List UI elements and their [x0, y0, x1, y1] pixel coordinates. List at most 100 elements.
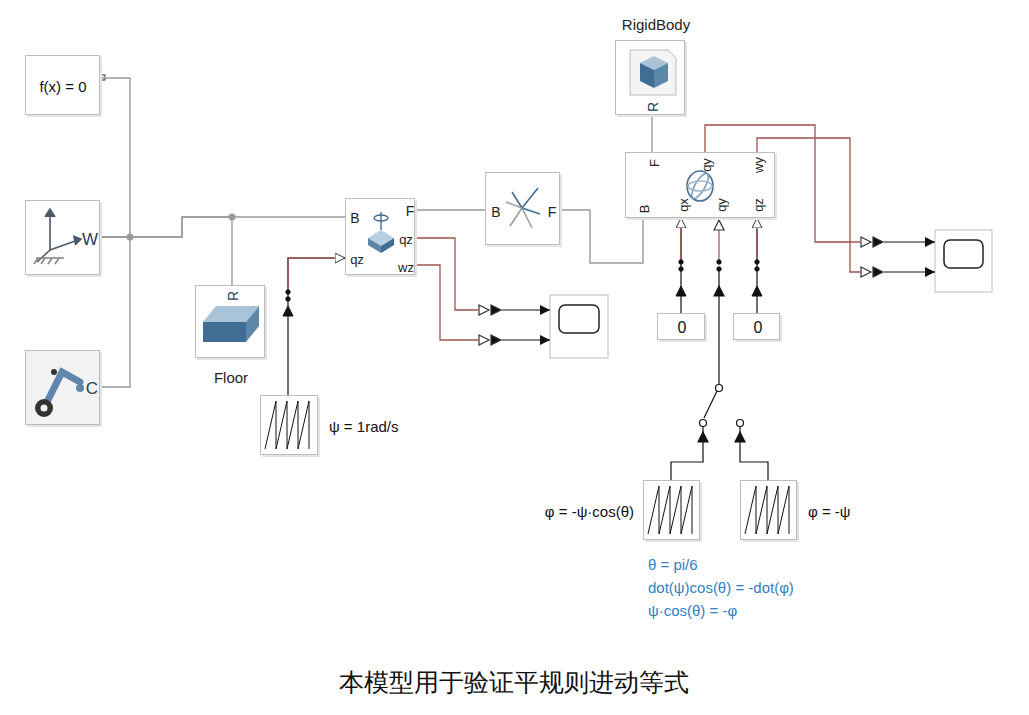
ps-converter-part	[286, 290, 290, 294]
manual-switch-part	[716, 385, 723, 392]
rigid-transform-icon-part	[522, 188, 538, 208]
block-label: wy	[752, 157, 765, 173]
constant-block: 0	[657, 313, 705, 340]
signal-connector	[680, 218, 681, 313]
manual-switch-part	[671, 427, 703, 480]
annotation-note: θ = pi/6	[648, 557, 698, 574]
manual-switch-part	[698, 432, 708, 442]
block-label: C	[86, 380, 98, 397]
block-label: F	[548, 205, 557, 219]
scope-block-part	[559, 305, 599, 333]
measurement-wire-part	[415, 265, 478, 340]
ps-converter-part	[752, 286, 762, 296]
physical-connector	[100, 237, 130, 387]
block-label: qz	[399, 233, 413, 246]
revolute-joint-icon	[368, 212, 394, 253]
scope-block	[935, 230, 992, 292]
ps-converter-part	[717, 260, 721, 264]
ps-converter-part	[286, 297, 290, 301]
world-frame-icon-part	[49, 212, 51, 250]
block-label: B	[491, 205, 500, 219]
block-label: F	[406, 204, 415, 218]
block-label: R	[646, 102, 660, 112]
ps-converter-part	[491, 305, 501, 315]
block-label: R	[226, 291, 240, 301]
gimbal-joint-icon-part	[688, 181, 712, 191]
signal-wire-part	[502, 339, 550, 340]
manual-switch-part	[735, 432, 745, 442]
rigid-body-block: RigidBodyR	[615, 40, 685, 115]
manual-switch-part	[700, 420, 707, 427]
physical-connector	[651, 115, 652, 152]
mechanism-config-icon-part	[26, 351, 99, 424]
signal-wire-part	[884, 271, 935, 272]
rigid-body-icon-part	[640, 63, 654, 88]
ps-converter-part	[861, 267, 871, 277]
gimbal-joint-icon	[687, 171, 713, 201]
measurement-wire-part	[757, 138, 860, 272]
gimbal-joint-icon-part	[687, 171, 713, 201]
manual-switch-part	[714, 286, 724, 296]
block-label: wz	[398, 261, 414, 274]
ps-signal-overlay	[288, 229, 757, 292]
block-label: 0	[678, 320, 687, 336]
signal-wire-part	[884, 241, 935, 242]
mechanism-config-icon-part	[35, 399, 53, 417]
ramp-source: φ = -ψ·cos(θ)	[643, 480, 700, 540]
manual-switch	[671, 218, 768, 480]
mechanism-config-icon-part	[48, 372, 80, 400]
manual-switch-part	[740, 427, 768, 480]
mechanism-config-icon-part	[51, 369, 57, 375]
rigid-body-icon	[630, 50, 676, 95]
block-label: qz	[752, 198, 765, 212]
ramp-icon	[265, 401, 309, 449]
ps-converter-part	[479, 305, 489, 315]
rigid-transform-icon-part	[510, 208, 522, 226]
world-frame-icon-part	[41, 258, 45, 264]
ps-converter-part	[679, 267, 683, 271]
rigid-body-icon-part	[654, 63, 668, 88]
annotation-note: ψ·cos(θ) = -φ	[648, 603, 737, 620]
floor-block: RFloor	[195, 285, 265, 358]
world-frame-icon-part	[45, 209, 55, 217]
measurement-wire-part	[415, 238, 478, 310]
ps-converter	[283, 260, 762, 316]
rigid-transform-block: BF	[485, 172, 560, 245]
world-frame-icon	[34, 209, 81, 264]
floor-block-icon	[203, 306, 259, 342]
ps-converter-part	[676, 286, 686, 296]
physical-connector	[100, 78, 130, 237]
ps-converter-part	[283, 306, 293, 316]
scope-block-part	[550, 295, 608, 358]
revolute-joint-icon-part	[368, 238, 381, 253]
physical-connector	[100, 217, 345, 237]
gimbal-joint-block: FqywyBqxqyqz	[625, 152, 775, 218]
scope-block-part	[944, 240, 983, 268]
signal-connector	[756, 218, 757, 313]
signal-wire-part	[502, 309, 550, 310]
world-frame-icon-part	[55, 258, 59, 264]
mechanism-config-block: C	[25, 350, 100, 425]
constant-block: 0	[733, 313, 780, 340]
ps-signal-overlay-part	[288, 258, 334, 292]
rigid-transform-icon-part	[522, 208, 532, 228]
world-frame-icon-part	[73, 236, 81, 245]
world-frame-icon-part	[36, 257, 64, 259]
block-label: qz	[350, 253, 364, 266]
scope-block	[550, 295, 608, 358]
ps-converter-part	[755, 260, 759, 264]
manual-switch-part	[737, 420, 744, 427]
ps-converter-part	[755, 267, 759, 271]
mechanism-config-icon-part	[41, 405, 48, 412]
manual-switch-part	[704, 391, 717, 418]
block-label: 0	[754, 320, 763, 336]
block-label: Floor	[214, 370, 248, 385]
ramp-source: φ = -ψ	[740, 480, 797, 540]
mechanism-config-icon-part	[76, 384, 84, 392]
block-label: qx	[677, 198, 690, 212]
ramp-source: ψ = 1rad/s	[260, 395, 318, 455]
caption: 本模型用于验证平规则进动等式	[339, 669, 689, 697]
